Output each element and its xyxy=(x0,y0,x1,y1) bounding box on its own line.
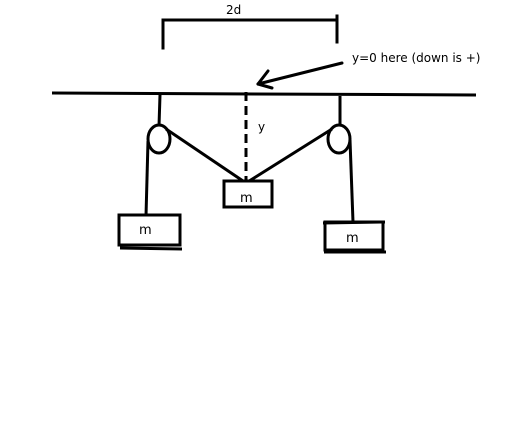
pulley-left xyxy=(146,123,172,155)
ceiling-line xyxy=(51,91,477,97)
pulley-hangers xyxy=(157,94,342,127)
mass-left-label: m xyxy=(139,223,152,238)
mass-center-label: m xyxy=(240,191,253,206)
pulley-right xyxy=(326,123,352,155)
displacement-label: y xyxy=(258,120,265,134)
origin-note: y=0 here (down is +) xyxy=(352,51,480,65)
mass-center: m xyxy=(222,179,274,209)
mass-right: m xyxy=(322,220,386,254)
mass-left: m xyxy=(117,213,183,251)
origin-arrow xyxy=(256,61,344,90)
separation-label: 2d xyxy=(226,3,241,17)
mass-right-label: m xyxy=(346,231,359,246)
ropes xyxy=(144,127,355,223)
separation-bracket xyxy=(161,14,339,50)
